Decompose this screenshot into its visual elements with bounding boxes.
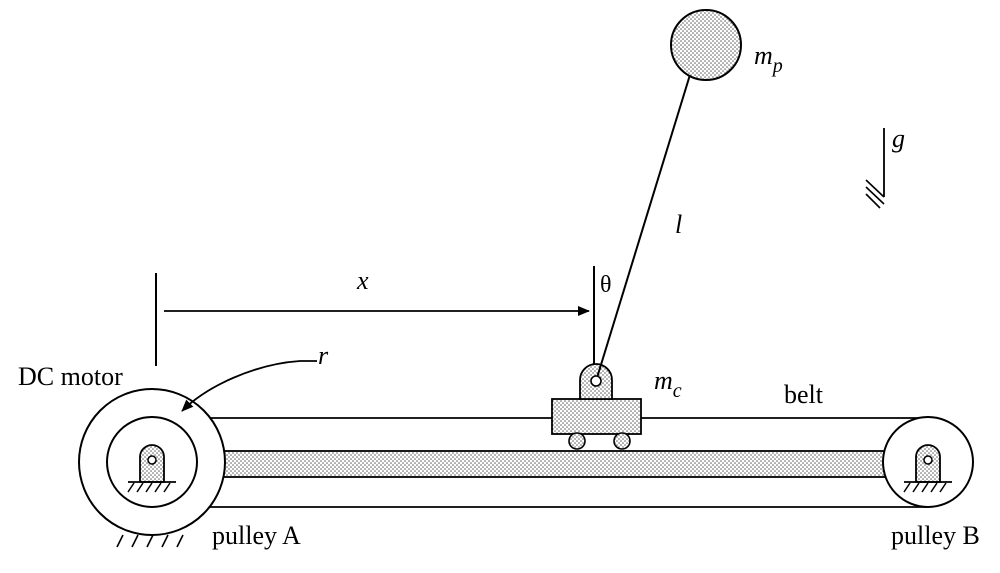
pulley-b-label: pulley B xyxy=(891,521,980,550)
pulley-a-label: pulley A xyxy=(212,521,301,550)
pulley-b-axle xyxy=(923,455,933,465)
cart-mass-label: mc xyxy=(654,366,682,402)
pendulum-rod xyxy=(595,64,694,382)
pulley-b-assembly xyxy=(882,416,974,508)
rail xyxy=(195,450,887,478)
radius-leader xyxy=(181,360,317,412)
length-label: l xyxy=(675,210,682,239)
belt xyxy=(152,417,928,508)
cart-wheel-left xyxy=(568,432,586,450)
angle-label: θ xyxy=(600,272,612,298)
pendulum-mass-label: mp xyxy=(754,41,783,77)
gravity-icon xyxy=(865,128,885,209)
gravity-label: g xyxy=(892,124,905,153)
pendulum xyxy=(590,9,742,387)
pulley-b-ground-hatch xyxy=(903,482,947,493)
radius-label: r xyxy=(318,341,329,370)
pivot-pin xyxy=(590,375,602,387)
motor-ground-hatch xyxy=(116,534,184,548)
motor-label: DC motor xyxy=(18,362,123,391)
belt-label: belt xyxy=(784,380,824,409)
pulley-a-ground-hatch xyxy=(127,482,171,493)
position-label: x xyxy=(356,266,369,295)
cart-wheel-right xyxy=(613,432,631,450)
pendulum-mass xyxy=(670,9,742,81)
cart-body xyxy=(551,398,642,435)
pulley-a-axle xyxy=(147,455,157,465)
dc-motor xyxy=(78,388,226,548)
